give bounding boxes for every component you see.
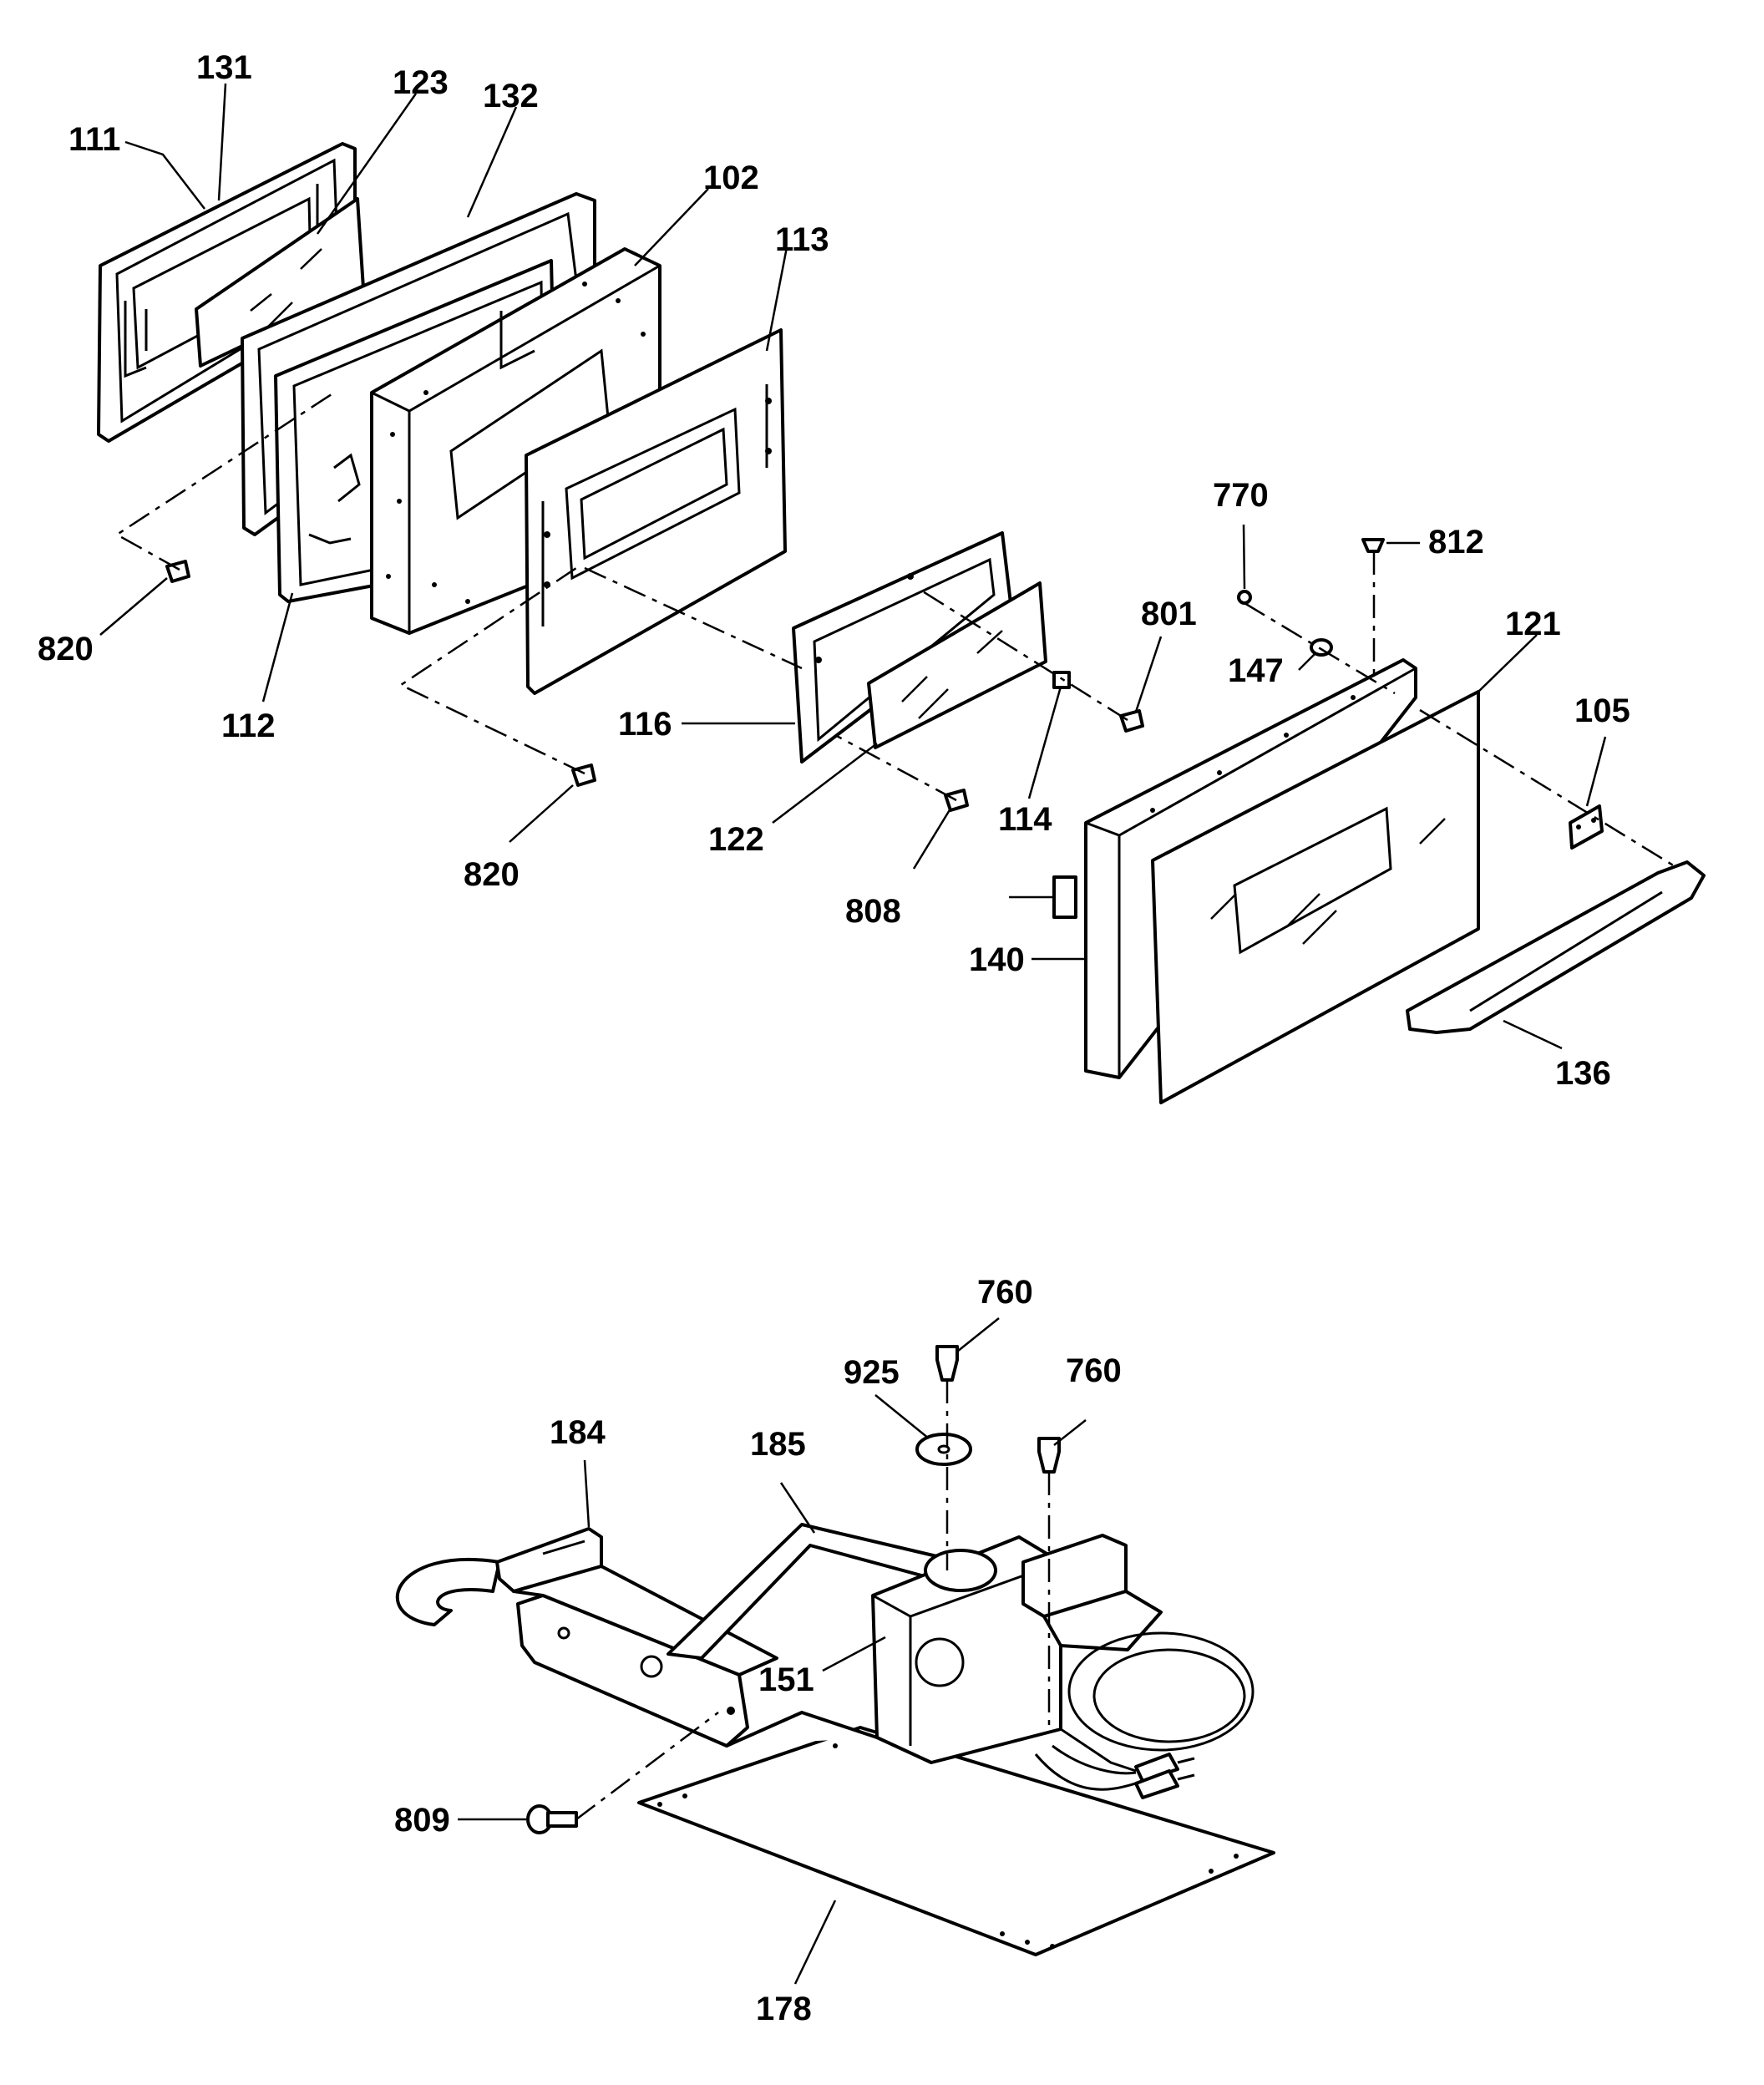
callout-760-top: 760 [977,1274,1033,1311]
callout-184: 184 [550,1414,606,1451]
part-178-insulation-pad [637,1726,1275,1956]
part-185-link [667,1523,954,1748]
callout-136: 136 [1555,1055,1611,1092]
callout-812: 812 [1428,524,1484,561]
callout-labels: 111 131 123 132 102 113 820 112 820 116 … [38,49,1630,2027]
callout-808: 808 [845,893,901,930]
leader-lines [99,83,1607,1985]
door-tab [1052,875,1077,919]
washer-925 [915,1433,972,1466]
callout-121: 121 [1505,606,1561,642]
screw-820-bottom [571,763,596,787]
callout-112: 112 [221,708,276,744]
assembly-lines-lower [575,1380,1051,1820]
callout-123: 123 [393,64,449,101]
wire-connector-1 [1134,1753,1179,1783]
part-114-clip [1052,671,1071,689]
callout-122: 122 [708,821,764,858]
callout-760-right: 760 [1066,1352,1122,1389]
screw-770 [1237,590,1252,605]
callout-105: 105 [1574,692,1630,729]
part-121-outer-glass [1151,690,1480,1104]
screw-812 [1361,538,1385,553]
callout-770: 770 [1213,477,1269,514]
callout-178: 178 [756,1991,812,2027]
callout-132: 132 [483,78,539,114]
part-122-window-glass [867,581,1047,749]
assembly-lines-upper [114,391,1680,870]
wire-connector-2 [1134,1769,1179,1799]
callout-820-left: 820 [38,631,94,667]
screw-760-top [935,1345,959,1382]
callout-113: 113 [775,221,829,258]
callout-820-bottom: 820 [464,856,520,893]
callout-809: 809 [394,1802,450,1839]
callout-140: 140 [969,941,1025,978]
callout-102: 102 [703,160,759,196]
callout-114: 114 [998,801,1052,838]
callout-116: 116 [618,706,672,743]
screw-809 [526,1804,578,1834]
callout-801: 801 [1141,596,1197,632]
part-136-handle [1406,860,1706,1034]
screw-801 [1119,709,1144,733]
callout-151: 151 [758,1661,814,1698]
part-151-latch-housing [871,1534,1255,1773]
screw-760-right [1037,1437,1061,1474]
callout-147: 147 [1228,652,1284,689]
callout-925: 925 [844,1354,900,1391]
callout-111: 111 [68,121,120,158]
wire-harness [1034,1744,1195,1799]
part-105-plate [1569,804,1604,850]
part-113-inner-panel [525,328,787,695]
callout-131: 131 [196,49,252,86]
callout-185: 185 [750,1426,806,1463]
